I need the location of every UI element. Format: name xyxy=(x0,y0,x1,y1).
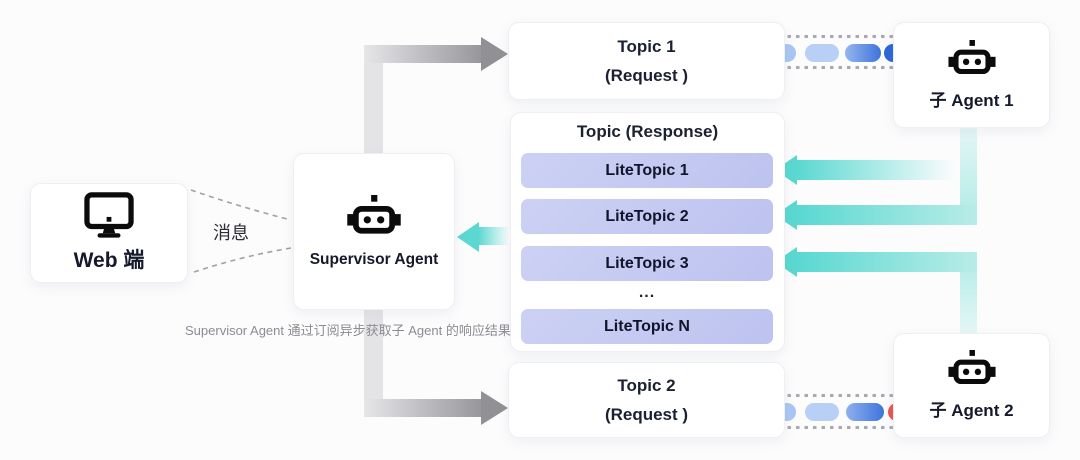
connector-to-topic2-arrowhead xyxy=(481,391,508,425)
bottom-channel-dash-lower xyxy=(779,426,905,429)
topic1-subtitle: (Request ) xyxy=(604,66,689,85)
message-funnel-dashes xyxy=(190,189,292,273)
agent2-rise-line xyxy=(960,252,977,333)
message-label: 消息 xyxy=(213,223,249,243)
agent-to-litetopic1-shaft xyxy=(797,160,955,180)
web-client-node: Web 端 xyxy=(30,183,188,283)
agent1-to-litetopic2-shaft xyxy=(797,205,977,225)
connector-to-topic2-shaft xyxy=(364,399,481,417)
agent1-drop-line xyxy=(960,127,977,225)
supervisor-agent-node: Supervisor Agent xyxy=(293,153,455,310)
response-to-supervisor-arrowhead xyxy=(457,222,479,252)
topic1-request-node: Topic 1 (Request ) xyxy=(508,22,785,100)
sub-agent1-label: 子 Agent 1 xyxy=(929,90,1014,110)
topic2-request-node: Topic 2 (Request ) xyxy=(508,362,785,438)
agent2-to-litetopic3-shaft xyxy=(797,252,977,272)
litetopic-row-2: LiteTopic 2 xyxy=(521,199,773,234)
top-channel-dash-upper xyxy=(779,35,905,38)
sub-agent1-node: 子 Agent 1 xyxy=(893,22,1050,128)
bottom-channel-dash-upper xyxy=(779,394,905,397)
connector-to-topic1-shaft xyxy=(364,45,481,63)
top-channel-dash-lower xyxy=(779,66,905,69)
litetopic-row-n: LiteTopic N xyxy=(521,309,773,344)
topic2-title: Topic 2 xyxy=(617,376,676,395)
litetopic-ellipsis: ... xyxy=(638,284,656,301)
sub-agent2-label: 子 Agent 2 xyxy=(929,401,1014,420)
litetopic-row-3: LiteTopic 3 xyxy=(521,246,773,281)
message-pill xyxy=(805,44,839,62)
diagram-caption: Supervisor Agent 通过订阅异步获取子 Agent 的响应结果 xyxy=(185,323,511,338)
topic-response-node: Topic (Response) LiteTopic 1 LiteTopic 2… xyxy=(510,112,785,352)
litetopic-row-1: LiteTopic 1 xyxy=(521,153,773,188)
robot-icon xyxy=(947,350,996,387)
supervisor-agent-label: Supervisor Agent xyxy=(309,250,439,268)
monitor-icon xyxy=(82,192,136,238)
topic2-subtitle: (Request ) xyxy=(604,405,689,424)
message-pill xyxy=(805,403,839,421)
connector-to-topic1-arrowhead xyxy=(481,37,508,71)
sub-agent2-node: 子 Agent 2 xyxy=(893,333,1050,438)
topic1-title: Topic 1 xyxy=(617,37,676,56)
topic-response-title: Topic (Response) xyxy=(576,122,719,141)
response-to-supervisor-shaft xyxy=(478,227,509,245)
robot-icon xyxy=(947,39,996,77)
message-pill xyxy=(846,403,884,421)
robot-icon xyxy=(346,194,402,237)
message-pill xyxy=(845,44,881,62)
web-client-label: Web 端 xyxy=(73,249,145,272)
